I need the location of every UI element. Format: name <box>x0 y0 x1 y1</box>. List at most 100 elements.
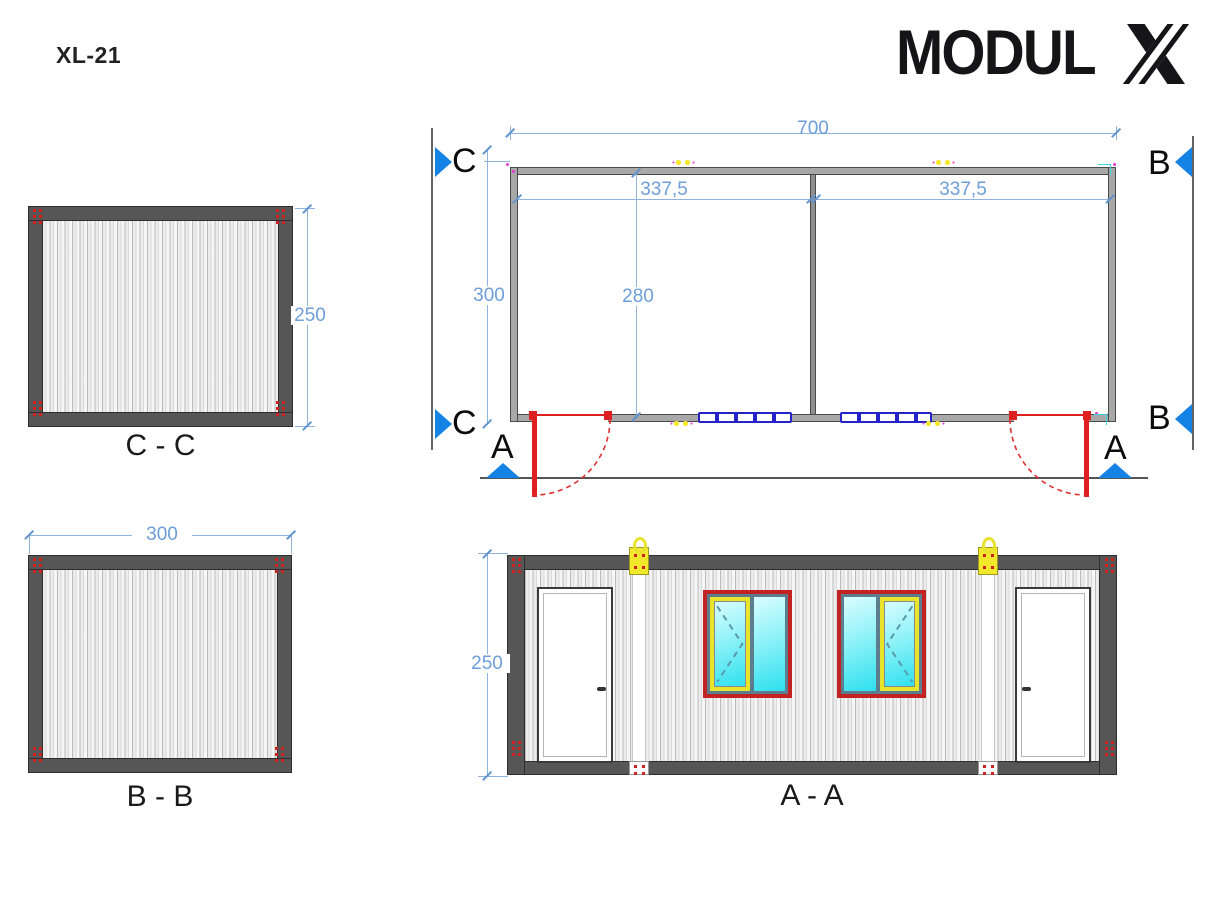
extension-line <box>478 775 508 777</box>
door-handle <box>1022 687 1031 691</box>
dim-text-left-room: 337,5 <box>640 179 688 200</box>
brand-wordmark: MODUL <box>896 18 1097 88</box>
casement-opening-symbol <box>714 601 746 687</box>
view-label-cc: C - C <box>125 429 196 462</box>
door-handle <box>597 687 606 691</box>
plan-window-right <box>840 412 932 423</box>
door-jamb-marker <box>1083 411 1091 420</box>
dim-text-total-width: 700 <box>797 118 829 139</box>
section-marker-c-label: C <box>452 404 477 442</box>
plan-partition-wall <box>810 174 816 415</box>
door-jamb-marker <box>604 411 612 420</box>
corrugated-panel <box>42 569 278 759</box>
rivet-dots <box>1105 741 1108 744</box>
corner-reference-mark <box>1094 414 1107 425</box>
door-threshold-line <box>534 414 610 416</box>
dim-text-cc-height: 250 <box>291 306 329 325</box>
view-label-aa: A - A <box>780 779 844 812</box>
section-marker-b-triangle <box>1175 147 1192 177</box>
section-line-right <box>1192 136 1194 450</box>
joint-connector-dots <box>676 160 681 165</box>
section-marker-c-label: C <box>452 142 477 180</box>
rivet-dots <box>33 558 36 561</box>
door-leaf-outline <box>1021 593 1085 757</box>
door-swing-arc-right <box>1009 418 1087 496</box>
door-jamb-marker <box>529 411 537 420</box>
extension-line <box>290 534 292 554</box>
section-line-left <box>431 128 433 450</box>
section-marker-a-label: A <box>1104 429 1127 467</box>
dim-line-left-room <box>517 199 811 201</box>
section-marker-c-triangle <box>435 409 452 439</box>
frame-top-bar <box>28 206 293 221</box>
door-leaf-outline <box>543 593 607 757</box>
elevation-door-left <box>537 587 613 763</box>
door-jamb-marker <box>1009 411 1017 420</box>
section-marker-a-label: A <box>491 428 514 466</box>
frame-left-column <box>28 220 43 413</box>
elevation-window-left <box>703 590 792 698</box>
section-marker-a-triangle <box>1098 463 1132 478</box>
rivet-dots <box>33 747 36 750</box>
module-joint-strip <box>981 569 995 761</box>
section-marker-a-triangle <box>486 463 520 478</box>
model-label: XL-21 <box>56 42 122 68</box>
frame-bottom-bar <box>28 412 293 427</box>
joint-connector-dots <box>926 421 931 426</box>
lifting-connector <box>978 537 998 575</box>
window-fixed-sash <box>844 597 876 691</box>
dim-line-right-room <box>816 199 1110 201</box>
rivet-dots <box>512 741 515 744</box>
corner-dot <box>1095 412 1098 415</box>
corrugated-panel <box>42 220 279 413</box>
elevation-window-right <box>837 590 926 698</box>
plan-wall-left <box>510 167 518 422</box>
corner-dot <box>506 163 509 166</box>
ground-line <box>480 477 1148 479</box>
rivet-dots <box>512 558 515 561</box>
frame-left-column <box>28 569 43 759</box>
door-opening <box>536 413 608 423</box>
dim-text-bb-width: 300 <box>132 525 192 544</box>
brand-x-icon <box>1122 23 1190 84</box>
joint-connector-dots <box>936 160 941 165</box>
connector-bolt-dots <box>634 554 637 557</box>
extension-line <box>478 553 508 554</box>
casement-opening-symbol <box>884 601 916 687</box>
connector-bolt-dots <box>983 765 986 768</box>
section-view-cc <box>28 206 293 427</box>
dim-text-aa-height: 250 <box>464 654 510 673</box>
corner-dot <box>1113 163 1116 166</box>
rivet-dots <box>33 209 36 212</box>
window-casement-sash <box>710 597 750 691</box>
rivet-dots <box>276 401 279 404</box>
corner-dot <box>512 170 515 173</box>
lifting-connector <box>629 537 649 575</box>
section-marker-b-triangle <box>1175 404 1192 434</box>
window-casement-sash <box>879 597 919 691</box>
frame-top-bar <box>28 555 292 570</box>
section-marker-b-label: B <box>1148 399 1171 437</box>
section-view-bb <box>28 555 292 773</box>
door-leaf-right <box>1084 417 1089 497</box>
rivet-dots <box>275 747 278 750</box>
joint-connector-dots <box>674 421 679 426</box>
elevation-door-right <box>1015 587 1091 763</box>
frame-bottom-bar <box>28 758 292 773</box>
connector-bolt-dots <box>634 765 637 768</box>
module-joint-strip <box>632 569 646 761</box>
rivet-dots <box>276 209 279 212</box>
view-label-bb: B - B <box>126 780 194 813</box>
elevation-view-aa <box>507 537 1117 775</box>
corner-reference-mark <box>1098 164 1111 175</box>
extension-line <box>28 534 30 554</box>
dim-text-inner-depth: 280 <box>617 287 659 306</box>
corrugated-wall <box>525 569 1099 761</box>
rivet-dots <box>33 401 36 404</box>
plan-window-left <box>698 412 792 423</box>
window-fixed-sash <box>753 597 785 691</box>
section-marker-b-label: B <box>1148 144 1171 182</box>
door-swing-arc-left <box>533 418 611 496</box>
frame-top-bar <box>507 555 1117 570</box>
